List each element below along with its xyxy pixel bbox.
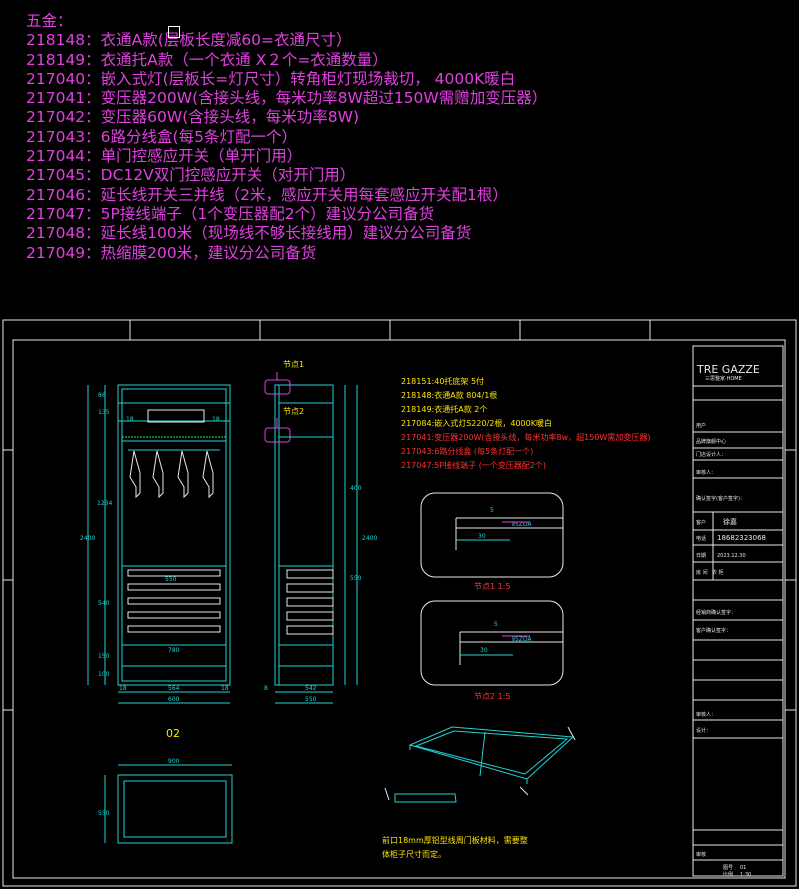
dim-plan-depth: 550 bbox=[98, 810, 110, 817]
dim-mid: 400 bbox=[350, 485, 362, 492]
dim-total-height: 2400 bbox=[80, 535, 95, 542]
brand-logo: TRE GAZZE bbox=[696, 363, 760, 376]
brand-logo-sub: 三思整家·HOME bbox=[705, 375, 742, 382]
dim-inner-width: 780 bbox=[168, 647, 180, 654]
tb-field: 门店设计人： bbox=[696, 451, 726, 458]
tb-field: 用户 bbox=[696, 422, 706, 429]
dim-label: 150 bbox=[98, 653, 110, 660]
hardware-list: 218151:40托底架 5付 218148:衣通A款 804/1根 21814… bbox=[401, 376, 650, 470]
dim-label: Ⅱ5ZOA bbox=[512, 521, 532, 528]
footnote-line: 前口18mm厚铝型线周门板材料，需要整 bbox=[382, 835, 528, 845]
tb-field: 审核 bbox=[696, 851, 706, 858]
outer-frame bbox=[2, 319, 797, 887]
hardware-item: 217043:6路分线盒 (每5条灯配一个) bbox=[401, 446, 533, 456]
dim-shelf: 18 bbox=[126, 416, 134, 423]
hardware-item: 217041:变压器200W(含接头线，每米功率8w，超150W需加变压器) bbox=[401, 432, 650, 442]
tb-field: 比例 bbox=[723, 871, 733, 878]
door-frame-isometric bbox=[384, 726, 576, 803]
note-line: 217042：变压器60W(含接头线，每米功率8W) bbox=[26, 108, 360, 127]
tb-room: 衣 柜 bbox=[712, 569, 724, 576]
dim-label: 30 bbox=[480, 647, 488, 654]
dim-label: 540 bbox=[98, 600, 110, 607]
dim-drawer: 550 bbox=[350, 575, 362, 582]
hardware-item: 218148:衣通A款 804/1根 bbox=[401, 390, 497, 400]
side-view: 节点1 节点2 400 2400 550 8 542 550 bbox=[264, 360, 377, 704]
hardware-item: 217047:5P接线端子 (一个变压器配2个) bbox=[401, 460, 546, 470]
note-line: 217045：DC12V双门控感应开关（对开门用） bbox=[26, 166, 356, 185]
tb-field: 客户确认签字： bbox=[696, 627, 731, 634]
node2-label: 节点2 bbox=[283, 407, 304, 416]
dim-shelf: 18 bbox=[212, 416, 220, 423]
tb-field: 品牌旗舰中心 bbox=[696, 438, 726, 445]
note-line: 218148：衣通A款(层板长度减60=衣通尺寸） bbox=[26, 31, 352, 50]
note-line: 217041：变压器200W(含接头线，每米功率8W超过150W需赠加变压器） bbox=[26, 89, 548, 108]
tb-field: 客户 bbox=[696, 519, 706, 526]
dim-label: 1234 bbox=[97, 500, 112, 507]
footnote-line: 体柜子尺寸而定。 bbox=[382, 849, 446, 859]
dim-label: 86 bbox=[98, 392, 106, 399]
detail-node2: 5 30 Ⅱ5ZOA 节点2 1:5 bbox=[420, 600, 564, 701]
tb-field: 设计： bbox=[696, 727, 711, 734]
tb-field: 确认签字(客户签字)： bbox=[696, 495, 745, 502]
note-line: 217046：延长线开关三并线（2米，感应开关用每套感应开关配1根） bbox=[26, 185, 508, 204]
inner-frame bbox=[12, 339, 786, 879]
plan-view: 900 550 bbox=[98, 758, 233, 844]
view-label: 02 bbox=[166, 727, 180, 740]
dim-label: Ⅱ5ZOA bbox=[512, 636, 532, 643]
dim-width-part: 18 bbox=[119, 685, 127, 692]
dim-label: 30 bbox=[478, 533, 486, 540]
note-line: 218149：衣通托A款（一个衣通 X２个=衣通数量） bbox=[26, 50, 388, 69]
dim-width-part: 18 bbox=[221, 685, 229, 692]
dim-depth-part: 8 bbox=[264, 685, 268, 692]
note-line: 217047：5P接线端子（1个变压器配2个）建议分公司备货 bbox=[26, 204, 435, 223]
cad-cursor-box[interactable] bbox=[168, 26, 180, 38]
tb-field: 经销商确认签字： bbox=[696, 609, 736, 616]
hardware-item: 218149:衣通托A款 2个 bbox=[401, 404, 487, 414]
tb-scale: 1:30 bbox=[740, 872, 751, 878]
hardware-item: 217084:嵌入式灯S220/2根，4000K暖白 bbox=[401, 418, 552, 428]
note-line: 217043：6路分线盒(每5条灯配一个） bbox=[26, 127, 297, 146]
note-line: 217049：热缩膜200米，建议分公司备货 bbox=[26, 243, 317, 262]
hardware-item: 218151:40托底架 5付 bbox=[401, 376, 484, 386]
tb-field: 房 间 bbox=[696, 569, 708, 576]
notes-heading: 五金： bbox=[26, 12, 73, 30]
detail2-label: 节点2 1:5 bbox=[474, 692, 511, 701]
note-line: 217048：延长线100米（现场线不够长接线用）建议分公司备货 bbox=[26, 224, 472, 243]
note-line: 217040：嵌入式灯(层板长=灯尺寸）转角柜灯现场裁切， 4000K暖白 bbox=[26, 69, 516, 88]
detail1-label: 节点1 1:5 bbox=[474, 582, 511, 591]
tb-field: 电话 bbox=[696, 535, 706, 542]
tb-drawing-no: 01 bbox=[740, 865, 746, 871]
tb-field: 审核人： bbox=[696, 469, 716, 476]
dim-overall-depth: 550 bbox=[305, 696, 317, 703]
tb-field: 日期 bbox=[696, 553, 706, 559]
dim-overall-width: 600 bbox=[168, 696, 180, 703]
front-view: 86 135 1234 540 150 100 2400 18 18 550 7… bbox=[80, 384, 231, 740]
dim-label: 100 bbox=[98, 671, 110, 678]
hardware-notes: 五金： 218148：衣通A款(层板长度减60=衣通尺寸） 218149：衣通托… bbox=[26, 12, 547, 263]
tb-date: 2023.12.30 bbox=[717, 553, 746, 559]
detail-node1: 5 30 Ⅱ5ZOA 节点1 1:5 bbox=[420, 492, 564, 591]
tb-field: 图号 bbox=[723, 865, 733, 871]
dim-label: 5 bbox=[490, 507, 494, 514]
note-line: 217044：单门控感应开关（单开门用） bbox=[26, 147, 303, 166]
dim-height: 2400 bbox=[362, 535, 377, 542]
dim-width-part: 564 bbox=[168, 685, 180, 692]
dim-drawer: 550 bbox=[165, 576, 177, 583]
dim-depth-part: 542 bbox=[305, 685, 317, 692]
node1-label: 节点1 bbox=[283, 360, 304, 369]
dim-label: 5 bbox=[494, 621, 498, 628]
dim-label: 135 bbox=[98, 409, 110, 416]
tb-phone: 18682323068 bbox=[717, 534, 766, 542]
tb-customer: 徐嘉 bbox=[723, 517, 737, 526]
dim-plan-width: 900 bbox=[168, 758, 180, 765]
title-block: TRE GAZZE 三思整家·HOME 用户 品牌旗舰中心 门店设计人： 审核人… bbox=[692, 345, 784, 878]
tb-field: 审核人： bbox=[696, 711, 716, 718]
